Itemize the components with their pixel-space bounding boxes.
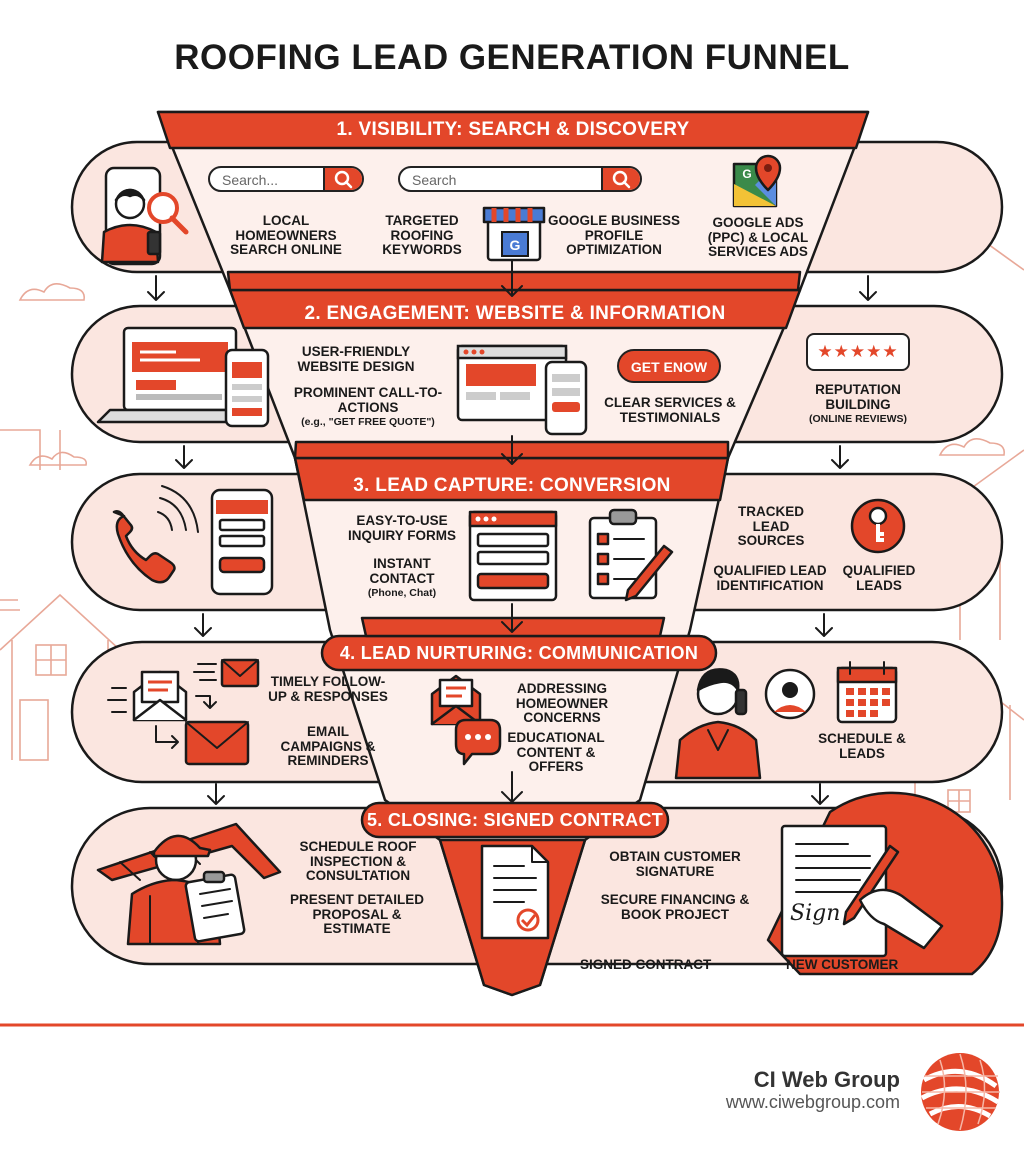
item-email-campaigns: EMAIL CAMPAIGNS & REMINDERS [280,724,376,768]
item-qualified-identification: QUALIFIED LEAD IDENTIFICATION [713,563,827,593]
phone-call-icon [112,485,199,584]
checklist-icon [588,508,674,602]
item-reputation: REPUTATION BUILDING (ONLINE REVIEWS) [798,382,918,427]
item-secure-financing: SECURE FINANCING & BOOK PROJECT [600,892,750,922]
contact-note: (Phone, Chat) [367,587,437,599]
search-button-1[interactable] [323,168,362,190]
globe-logo-icon [920,1053,1000,1131]
item-addressing-concerns: ADDRESSING HOMEOWNER CONCERNS [515,681,609,725]
star-rating-icon: ★★★★★ [806,333,910,371]
get-quote-button[interactable]: GET ENOW [617,349,721,383]
item-instant-contact: INSTANT CONTACT (Phone, Chat) [346,556,458,601]
search-button-2[interactable] [601,168,640,190]
item-obtain-signature: OBTAIN CUSTOMER SIGNATURE [609,849,741,879]
google-maps-icon: G [732,154,782,208]
item-present-proposal: PRESENT DETAILED PROPOSAL & ESTIMATE [289,892,424,936]
search-placeholder-1: Search... [222,172,279,188]
svg-text:G: G [742,167,751,181]
svg-text:Sign: Sign [790,901,840,926]
item-local-homeowners: LOCAL HOMEOWNERS SEARCH ONLINE [230,213,342,257]
cta-example-note: (e.g., "GET FREE QUOTE") [301,416,435,428]
footer-url[interactable]: www.ciwebgroup.com [725,1092,900,1112]
item-instant-contact-label: INSTANT CONTACT [369,556,435,586]
item-educational-content: EDUCATIONAL CONTENT & OFFERS [507,730,605,774]
reviews-note: (ONLINE REVIEWS) [808,413,907,425]
key-icon [850,498,906,554]
email-flow-icon [107,658,260,766]
item-google-business: GOOGLE BUSINESS PROFILE OPTIMIZATION [547,213,681,257]
svg-text:G: G [510,237,521,253]
item-reputation-label: REPUTATION BUILDING [815,382,901,412]
item-inquiry-forms: EASY-TO-USE INQUIRY FORMS [347,513,456,543]
google-business-store-icon: G [482,206,546,262]
item-google-ads: GOOGLE ADS (PPC) & LOCAL SERVICES ADS [707,215,809,259]
signing-hand-icon: Sign [766,791,1004,976]
item-user-friendly: USER-FRIENDLY WEBSITE DESIGN [297,344,415,374]
stage-3-title: 3. LEAD CAPTURE: CONVERSION [353,475,671,496]
laptop-phone-website-icon [96,326,270,428]
person-phone-magnifier-icon [100,166,189,266]
item-schedule-inspection: SCHEDULE ROOF INSPECTION & CONSULTATION [299,839,417,883]
search-placeholder-2: Search [412,172,457,188]
calendar-icon [836,661,898,724]
caption-new-customer: NEW CUSTOMER [786,957,899,972]
footer-brand: CI Web Group [753,1067,900,1092]
stage-4-title: 4. LEAD NURTURING: COMMUNICATION [339,643,699,663]
item-prominent-cta: PROMINENT CALL-TO-ACTIONS (e.g., "GET FR… [290,385,446,430]
mobile-form-icon [210,488,274,596]
flow-arrows [147,251,877,805]
roofer-clipboard-icon [96,822,282,946]
search-input-1[interactable]: Search... [208,166,364,192]
browser-mobile-icon [456,344,588,436]
item-clear-services: CLEAR SERVICES & TESTIMONIALS [604,395,736,425]
item-schedule-leads: SCHEDULE & LEADS [818,731,906,761]
page-title: ROOFING LEAD GENERATION FUNNEL [174,38,850,77]
item-targeted-keywords: TARGETED ROOFING KEYWORDS [382,213,462,257]
agent-phone-icon [674,668,816,780]
search-icon [334,170,353,189]
contract-document-icon [480,844,550,940]
item-prominent-cta-label: PROMINENT CALL-TO-ACTIONS [293,385,443,415]
stage-2-title: 2. ENGAGEMENT: WEBSITE & INFORMATION [304,303,726,324]
stage-1-title: 1. VISIBILITY: SEARCH & DISCOVERY [336,119,690,140]
web-form-icon [468,510,558,602]
search-icon [612,170,631,189]
stage-5-title: 5. CLOSING: SIGNED CONTRACT [366,810,664,830]
item-timely-followup: TIMELY FOLLOW-UP & RESPONSES [268,674,388,704]
item-tracked-sources: TRACKED LEAD SOURCES [737,504,805,548]
item-qualified-leads: QUALIFIED LEADS [842,563,916,593]
caption-signed-contract: SIGNED CONTRACT [580,957,712,972]
search-input-2[interactable]: Search [398,166,642,192]
chat-bubble-icon [430,674,502,766]
